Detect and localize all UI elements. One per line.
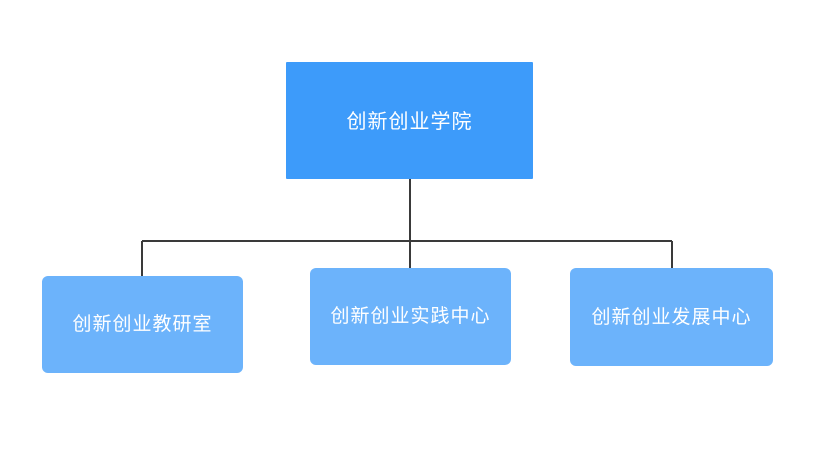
org-node-child-teaching-office[interactable]: 创新创业教研室 (42, 276, 243, 373)
org-node-root[interactable]: 创新创业学院 (286, 62, 533, 179)
org-node-child-practice-center[interactable]: 创新创业实践中心 (310, 268, 511, 365)
org-node-child-development-center[interactable]: 创新创业发展中心 (570, 268, 773, 366)
